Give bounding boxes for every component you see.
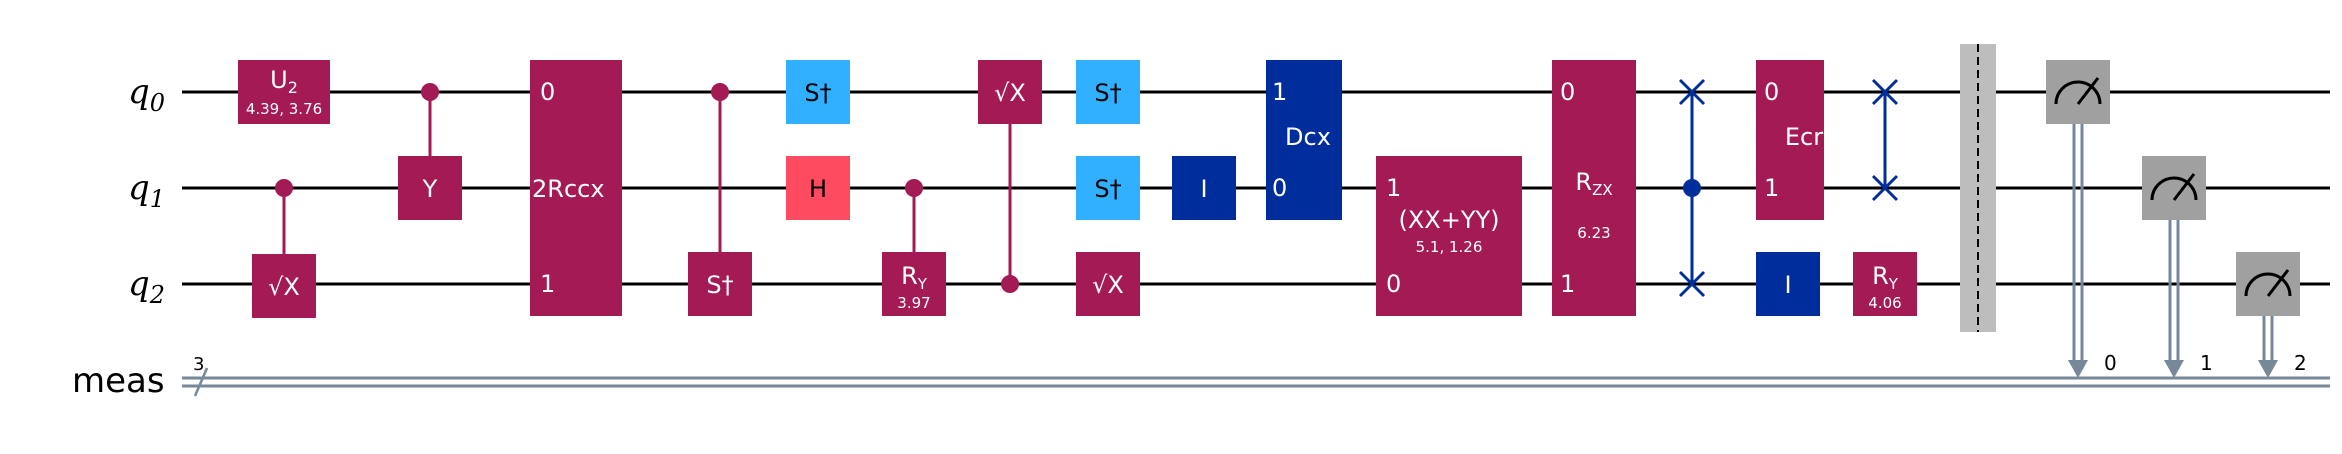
- rccx-index-1: 1: [540, 270, 555, 298]
- swap-cross-q0: [1678, 78, 1706, 106]
- xxyy-index-1: 1: [1386, 174, 1401, 202]
- sdg-gate-q0: S†: [786, 60, 850, 124]
- classical-register-size: 3: [193, 354, 204, 375]
- measure-q1: 1: [2142, 156, 2213, 378]
- classical-register-label: meas: [72, 361, 165, 401]
- hadamard-gate: H: [786, 156, 850, 220]
- swap-gate: [1871, 78, 1899, 202]
- rccx-gate: 0 2Rccx 1: [530, 60, 622, 316]
- svg-text:S†: S†: [1094, 79, 1121, 107]
- qubit-label-q0: q0: [128, 72, 165, 117]
- svg-text:U2: U2: [270, 66, 298, 97]
- rzx-index-1: 1: [1560, 270, 1575, 298]
- controlled-y-gate: Y: [398, 83, 462, 220]
- dcx-gate: 1 Dcx 0: [1266, 60, 1342, 220]
- svg-text:√X: √X: [1092, 271, 1124, 299]
- controlled-sdg-gate: S†: [688, 83, 752, 316]
- xxyy-label: (XX+YY): [1398, 206, 1499, 234]
- sqrtx-gate-q2: √X: [1076, 252, 1140, 316]
- qubit-label-q2: q2: [128, 264, 165, 309]
- meter-needle: [2076, 77, 2100, 105]
- cry-param: 3.97: [897, 294, 930, 312]
- sqrtx-label: √X: [994, 79, 1026, 107]
- sdg-gate-q1: S†: [1076, 156, 1140, 220]
- qubit-label-q1: q1: [128, 168, 165, 213]
- u2-gate: U2 4.39, 3.76: [238, 60, 330, 124]
- sdg-label: S†: [804, 79, 831, 107]
- measure-q2: 2: [2236, 252, 2307, 378]
- measure-bit-label: 2: [2294, 351, 2307, 375]
- rzx-param: 6.23: [1577, 224, 1610, 242]
- identity-gate-q1: I: [1172, 156, 1236, 220]
- swap-cross-q0: [1871, 78, 1899, 106]
- sdg-label: S†: [706, 271, 733, 299]
- sqrtx-label: √X: [268, 273, 300, 301]
- ecr-index-0: 0: [1764, 78, 1779, 106]
- classical-bus-slash: [193, 367, 209, 397]
- controlled-ry-gate: RY 3.97: [882, 179, 946, 316]
- ecr-gate: 0 Ecr 1: [1756, 60, 1824, 220]
- rzx-index-0: 0: [1560, 78, 1575, 106]
- dcx-index-1: 1: [1272, 78, 1287, 106]
- identity-gate-q2: I: [1756, 252, 1820, 316]
- svg-text:I: I: [1200, 175, 1207, 203]
- meter-needle: [2172, 173, 2196, 201]
- controlled-swap-gate: [1678, 78, 1706, 298]
- controlled-sqrtx-gate-2: √X: [978, 60, 1042, 293]
- xx-plus-yy-gate: 1 (XX+YY) 5.1, 1.26 0: [1376, 156, 1522, 316]
- ry-gate: RY 4.06: [1853, 252, 1917, 316]
- svg-text:RY: RY: [901, 262, 928, 293]
- svg-text:I: I: [1784, 271, 1791, 299]
- ecr-label: Ecr: [1785, 123, 1823, 151]
- u2-params: 4.39, 3.76: [246, 100, 322, 118]
- swap-cross-q2: [1678, 270, 1706, 298]
- measure-q0: 0: [2046, 60, 2117, 378]
- sdg-gate-q0-2: S†: [1076, 60, 1140, 124]
- h-label: H: [809, 175, 827, 203]
- y-label: Y: [422, 175, 438, 203]
- measure-bit-label: 0: [2104, 351, 2117, 375]
- xxyy-index-0: 0: [1386, 270, 1401, 298]
- svg-text:RY: RY: [1872, 262, 1899, 293]
- meter-arc: [2054, 80, 2102, 105]
- swap-cross-q1: [1871, 174, 1899, 202]
- measure-bit-label: 1: [2200, 351, 2213, 375]
- ecr-index-1: 1: [1764, 174, 1779, 202]
- svg-text:RZX: RZX: [1575, 168, 1612, 199]
- meter-arc: [2150, 176, 2198, 201]
- rzx-gate: 0 RZX 6.23 1: [1552, 60, 1636, 316]
- rccx-index-0: 0: [540, 78, 555, 106]
- barrier: [1960, 44, 1996, 332]
- svg-text:S†: S†: [1094, 175, 1121, 203]
- xxyy-params: 5.1, 1.26: [1416, 238, 1483, 256]
- dcx-index-0: 0: [1272, 174, 1287, 202]
- ry-param: 4.06: [1868, 294, 1901, 312]
- meter-needle: [2266, 269, 2290, 297]
- rccx-label: 2Rccx: [532, 175, 605, 203]
- controlled-sqrtx-gate-1: √X: [252, 179, 316, 318]
- meter-arc: [2244, 272, 2292, 297]
- dcx-label: Dcx: [1285, 123, 1331, 151]
